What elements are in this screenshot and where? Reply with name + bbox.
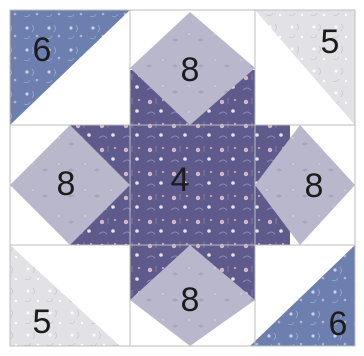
- label-top-right: 5: [321, 23, 340, 61]
- label-top-left: 6: [33, 31, 52, 69]
- label-bottom-left: 5: [33, 303, 52, 341]
- label-bottom-right: 6: [329, 305, 348, 343]
- label-diamond-right: 8: [305, 167, 324, 205]
- label-diamond-left: 8: [57, 165, 76, 203]
- label-diamond-top: 8: [181, 51, 200, 89]
- label-center: 4: [171, 161, 190, 199]
- label-diamond-bottom: 8: [181, 281, 200, 319]
